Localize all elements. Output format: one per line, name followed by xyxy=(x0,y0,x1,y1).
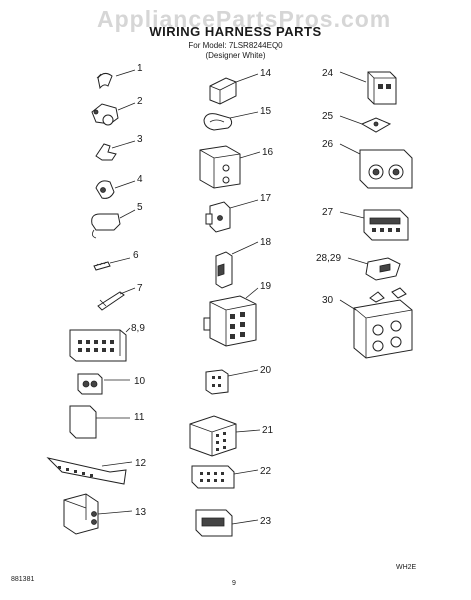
callout-3: 3 xyxy=(137,134,143,145)
part-3: 3 xyxy=(95,134,143,161)
part-21: 21 xyxy=(189,415,274,457)
part-22: 22 xyxy=(191,465,272,489)
part-4: 4 xyxy=(95,174,143,199)
callout-30: 30 xyxy=(322,295,334,306)
callout-5: 5 xyxy=(137,202,143,213)
footer-code: WH2E xyxy=(396,564,417,571)
callout-23: 23 xyxy=(260,516,272,527)
callout-19: 19 xyxy=(260,281,272,292)
part-14: 14 xyxy=(209,68,272,105)
part-11: 11 xyxy=(69,405,145,439)
footer-page-number: 9 xyxy=(232,580,236,587)
callout-26: 26 xyxy=(322,139,334,150)
part-1: 1 xyxy=(96,63,143,90)
part-16: 16 xyxy=(199,145,274,189)
part-27: 27 xyxy=(322,207,409,241)
footer-doc-number: 881381 xyxy=(11,576,35,583)
part-20: 20 xyxy=(205,365,272,395)
callout-14: 14 xyxy=(260,68,272,79)
part-17: 17 xyxy=(205,193,272,233)
part-28-29: 28,29 xyxy=(316,253,401,281)
callout-11: 11 xyxy=(134,412,145,423)
callout-12: 12 xyxy=(135,458,147,469)
part-15: 15 xyxy=(203,106,272,131)
watermark: AppliancePartsPros.com xyxy=(97,6,392,32)
variant-line: (Designer White) xyxy=(205,51,266,60)
model-line: For Model: 7LSR8244EQ0 xyxy=(188,41,283,50)
callout-15: 15 xyxy=(260,106,272,117)
part-10: 10 xyxy=(77,373,146,395)
callout-7: 7 xyxy=(137,283,143,294)
part-18: 18 xyxy=(215,237,272,289)
part-7: 7 xyxy=(97,283,143,311)
part-30: 30 xyxy=(322,287,413,359)
part-13: 13 xyxy=(63,493,147,535)
callout-8-9: 8,9 xyxy=(131,323,145,334)
part-19: 19 xyxy=(203,281,272,347)
part-5: 5 xyxy=(91,202,143,239)
callout-22: 22 xyxy=(260,466,272,477)
page-title: WIRING HARNESS PARTS xyxy=(149,24,322,39)
part-2: 2 xyxy=(91,96,143,126)
callout-25: 25 xyxy=(322,111,334,122)
callout-16: 16 xyxy=(262,147,274,158)
callout-13: 13 xyxy=(135,507,147,518)
part-23: 23 xyxy=(195,509,272,537)
callout-20: 20 xyxy=(260,365,272,376)
callout-28-29: 28,29 xyxy=(316,253,341,264)
callout-2: 2 xyxy=(137,96,143,107)
callout-21: 21 xyxy=(262,425,274,436)
callout-27: 27 xyxy=(322,207,334,218)
part-6: 6 xyxy=(93,250,139,271)
callout-24: 24 xyxy=(322,68,334,79)
part-26: 26 xyxy=(322,139,413,189)
callout-4: 4 xyxy=(137,174,143,185)
part-25: 25 xyxy=(322,111,392,133)
callout-10: 10 xyxy=(134,376,146,387)
part-8-9: 8,9 xyxy=(69,323,145,362)
callout-1: 1 xyxy=(137,63,143,74)
callout-6: 6 xyxy=(133,250,139,261)
part-12: 12 xyxy=(46,457,147,485)
callout-17: 17 xyxy=(260,193,272,204)
part-24: 24 xyxy=(322,68,397,105)
callout-18: 18 xyxy=(260,237,272,248)
